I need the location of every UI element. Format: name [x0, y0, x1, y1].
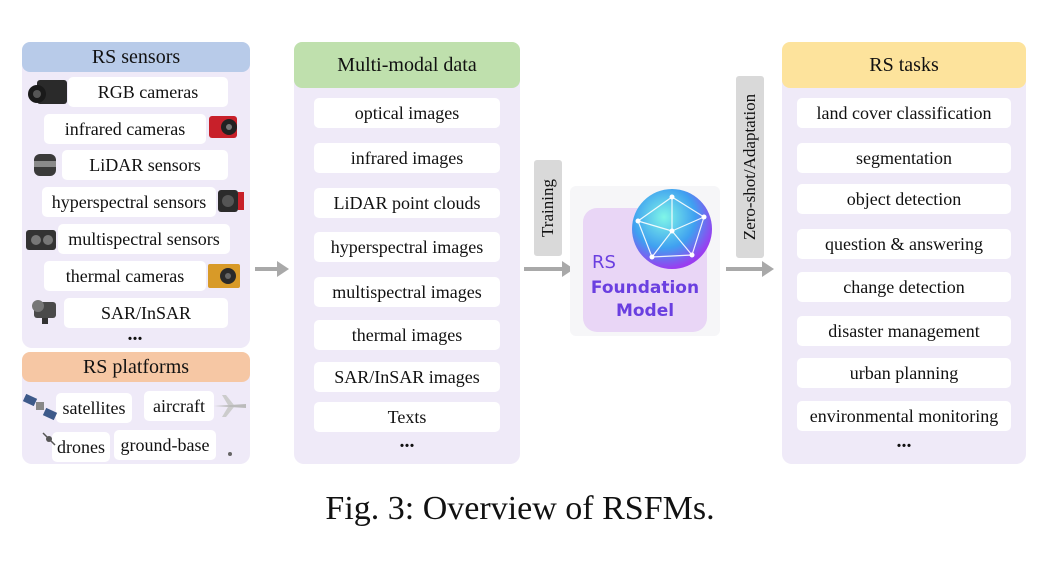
- sensor-item-sar: SAR/InSAR: [64, 298, 228, 328]
- task-item-object-detection: object detection: [797, 184, 1011, 214]
- adaptation-label: Zero-shot/Adaptation: [736, 76, 764, 258]
- task-item-change-detection: change detection: [797, 272, 1011, 302]
- camera-icon: [28, 80, 67, 104]
- data-item-multispectral: multispectral images: [314, 277, 500, 307]
- tasks-header: RS tasks: [782, 42, 1026, 88]
- sensor-item-rgb: RGB cameras: [68, 77, 228, 107]
- data-item-hyperspectral: hyperspectral images: [314, 232, 500, 262]
- sensors-more: ...: [127, 323, 143, 345]
- training-label: Training: [534, 160, 562, 256]
- platforms-header: RS platforms: [22, 352, 250, 382]
- model-to-tasks-arrow: [726, 261, 774, 277]
- model-text-rs: RS: [592, 252, 616, 273]
- data-more: ...: [399, 430, 415, 452]
- data-item-sar: SAR/InSAR images: [314, 362, 500, 392]
- data-item-texts: Texts: [314, 402, 500, 432]
- platform-item-drones: drones: [52, 432, 110, 462]
- satellite-icon: [22, 393, 58, 421]
- platform-item-aircraft: aircraft: [144, 391, 214, 421]
- drone-icon: [42, 432, 56, 446]
- platform-item-satellites: satellites: [56, 393, 132, 423]
- sensor-item-thermal: thermal cameras: [44, 261, 206, 291]
- figure-caption: Fig. 3: Overview of RSFMs.: [325, 490, 715, 527]
- data-to-model-arrow: [524, 261, 574, 277]
- tasks-more: ...: [896, 430, 912, 452]
- task-item-segmentation: segmentation: [797, 143, 1011, 173]
- multispectral-sensor-icon: [26, 230, 56, 250]
- sensors-header: RS sensors: [22, 42, 250, 72]
- task-item-land-cover: land cover classification: [797, 98, 1011, 128]
- ground-base-icon: [228, 452, 232, 456]
- sensor-item-hyperspectral: hyperspectral sensors: [42, 187, 216, 217]
- task-item-urban: urban planning: [797, 358, 1011, 388]
- sensor-item-multispectral: multispectral sensors: [58, 224, 230, 254]
- data-item-lidar: LiDAR point clouds: [314, 188, 500, 218]
- sensor-item-lidar: LiDAR sensors: [62, 150, 228, 180]
- task-item-environmental: environmental monitoring: [797, 401, 1011, 431]
- infrared-camera-icon: [209, 116, 237, 138]
- neural-globe-icon: [632, 189, 712, 269]
- data-header: Multi-modal data: [294, 42, 520, 88]
- sensor-item-infrared: infrared cameras: [44, 114, 206, 144]
- task-item-qa: question & answering: [797, 229, 1011, 259]
- platform-item-ground-base: ground-base: [114, 430, 216, 460]
- model-text-model: Model: [615, 301, 675, 321]
- data-item-optical: optical images: [314, 98, 500, 128]
- lidar-icon: [34, 154, 56, 176]
- thermal-camera-icon: [208, 264, 240, 288]
- task-item-disaster: disaster management: [797, 316, 1011, 346]
- sensors-to-data-arrow: [255, 261, 289, 277]
- data-item-thermal: thermal images: [314, 320, 500, 350]
- hyperspectral-sensor-icon: [218, 190, 244, 212]
- model-text-foundation: Foundation: [590, 278, 700, 298]
- data-item-infrared: infrared images: [314, 143, 500, 173]
- aircraft-icon: [214, 395, 246, 417]
- sar-icon: [32, 300, 56, 324]
